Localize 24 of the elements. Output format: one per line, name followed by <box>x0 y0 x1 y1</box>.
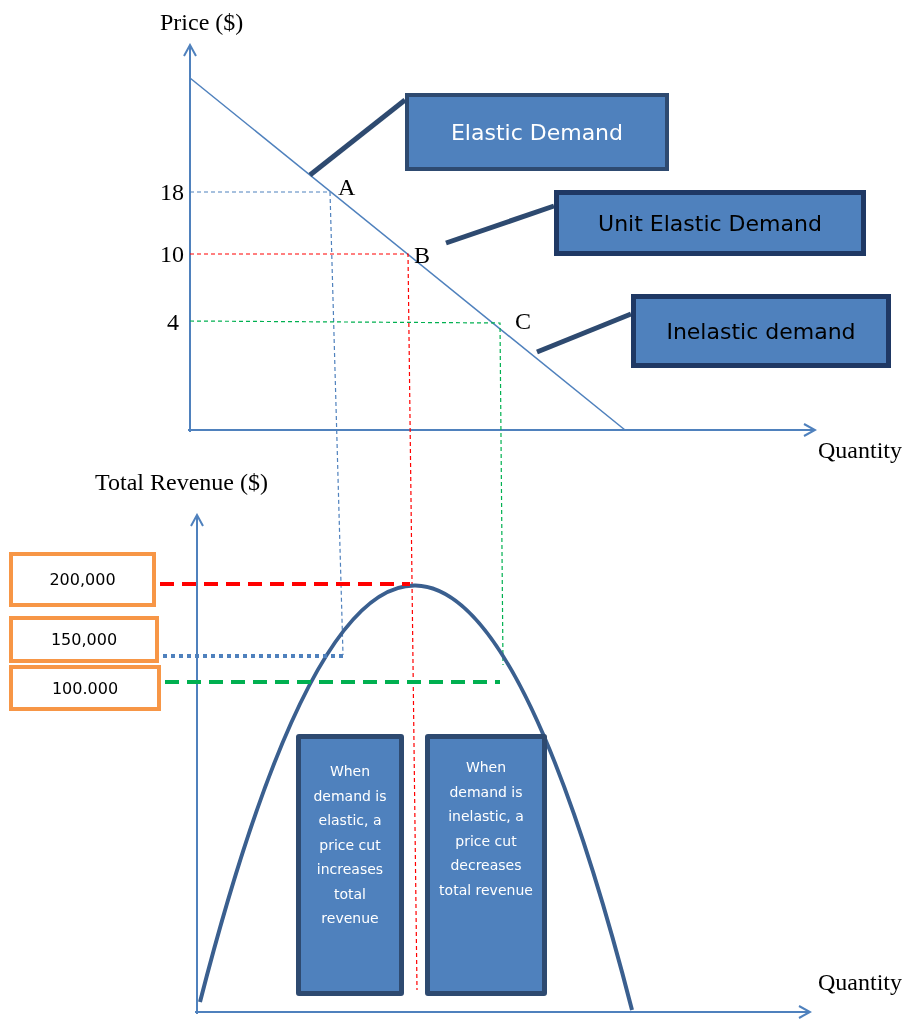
callout-box: Elastic Demand <box>405 93 669 171</box>
leader-line <box>536 311 632 355</box>
tick-label: 4 <box>167 310 179 334</box>
axis-title: Price ($) <box>160 10 244 34</box>
axis-title: Quantity <box>818 438 902 462</box>
note-box: When demand is elastic, a price cut increases total revenue <box>296 734 404 996</box>
dashed-level-line <box>160 582 410 586</box>
point-label: B <box>414 243 430 267</box>
tick-label: 18 <box>160 180 184 204</box>
leader-line <box>445 203 555 246</box>
value-box: 100.000 <box>9 665 161 711</box>
dashed-level-line <box>165 680 500 684</box>
point-label: C <box>515 309 531 333</box>
callout-box: Inelastic demand <box>631 294 891 368</box>
leader-line <box>308 98 407 177</box>
axis-title: Quantity <box>818 970 902 994</box>
value-box: 200,000 <box>9 552 156 607</box>
value-box: 150,000 <box>9 616 159 663</box>
axis-title: Total Revenue ($) <box>95 470 268 494</box>
point-label: A <box>338 175 356 199</box>
tick-label: 10 <box>160 242 184 266</box>
dashed-level-line <box>163 654 343 658</box>
callout-box: Unit Elastic Demand <box>554 190 866 256</box>
note-box: When demand is inelastic, a price cut decreases total revenue <box>425 734 547 996</box>
